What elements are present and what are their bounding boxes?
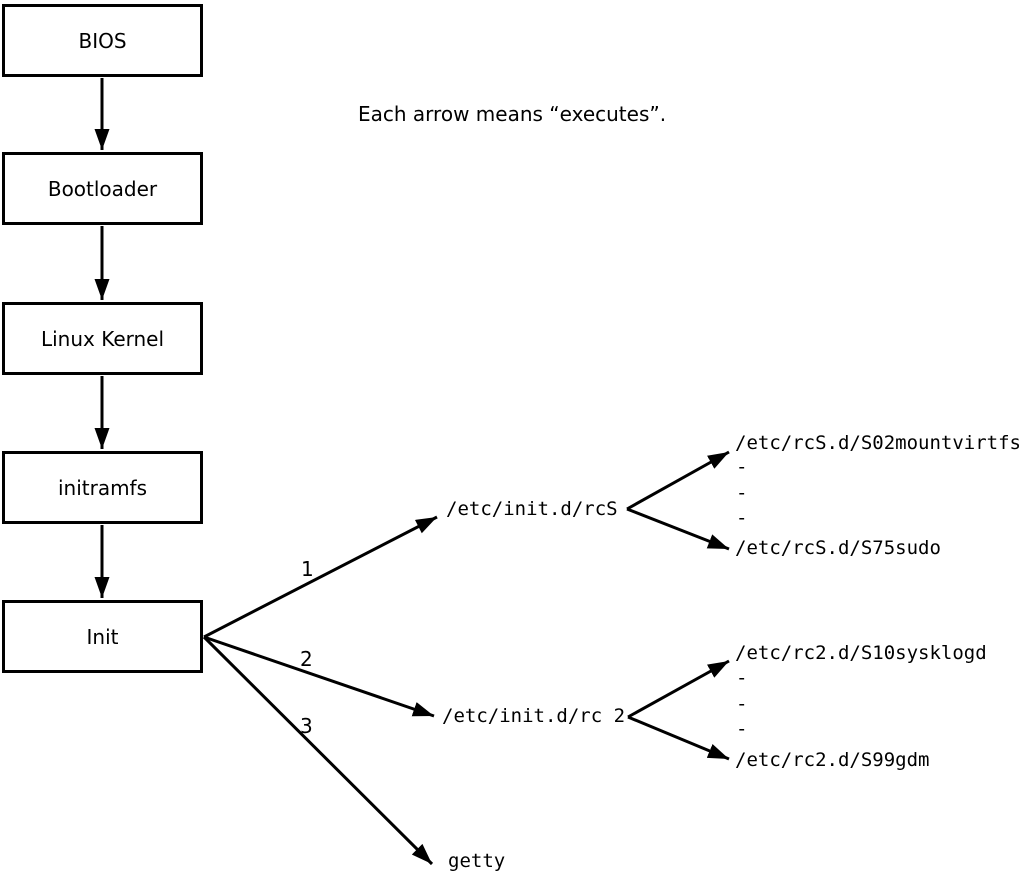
rcS-ellipsis-dash-1: - (736, 456, 748, 478)
rc2-ellipsis-dash-3: - (736, 718, 748, 740)
node-initramfs: initramfs (2, 451, 203, 524)
node-bootloader-label: Bootloader (47, 176, 158, 201)
arrow-number-3: 3 (300, 714, 313, 738)
arrow-rc2-to-last-script (627, 715, 730, 761)
node-rcS-script: /etc/init.d/rcS (446, 498, 618, 520)
rc2-ellipsis-dash-2: - (736, 693, 748, 715)
node-linux-kernel: Linux Kernel (2, 302, 203, 375)
rc2-ellipsis-dash-1: - (736, 667, 748, 689)
arrow-init-to-getty (202, 635, 434, 866)
node-bootloader: Bootloader (2, 152, 203, 225)
node-rc2-script: /etc/init.d/rc 2 (442, 705, 626, 727)
node-rc2-first-script: /etc/rc2.d/S10sysklogd (735, 642, 987, 664)
arrow-number-2: 2 (300, 647, 313, 671)
legend-note: Each arrow means “executes”. (358, 102, 667, 126)
arrow-rc2-to-first-script (627, 659, 730, 719)
arrow-rcS-to-last-script (626, 507, 730, 551)
node-rcS-first-script: /etc/rcS.d/S02mountvirtfs (735, 432, 1021, 454)
rcS-ellipsis-dash-3: - (736, 507, 748, 529)
rcS-ellipsis-dash-2: - (736, 482, 748, 504)
node-init: Init (2, 600, 203, 673)
arrow-number-1: 1 (301, 557, 314, 581)
node-getty: getty (448, 850, 506, 872)
arrow-init-to-rcS (203, 515, 438, 639)
node-rc2-last-script: /etc/rc2.d/S99gdm (735, 749, 930, 771)
node-initramfs-label: initramfs (57, 475, 148, 500)
node-linux-kernel-label: Linux Kernel (40, 326, 165, 351)
node-bios: BIOS (2, 4, 203, 77)
node-init-label: Init (86, 624, 119, 649)
arrow-rcS-to-first-script (626, 450, 730, 511)
arrow-init-to-rc2 (203, 635, 435, 718)
node-rcS-last-script: /etc/rcS.d/S75sudo (735, 537, 941, 559)
node-bios-label: BIOS (78, 28, 127, 53)
